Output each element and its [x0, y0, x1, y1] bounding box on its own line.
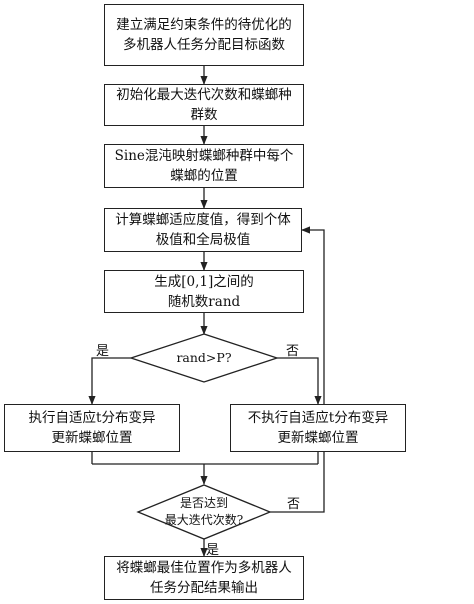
decision-max-iter-text: 是否达到 最大迭代次数?: [164, 496, 244, 527]
label-yes-left: 是: [96, 344, 110, 359]
step-no-t-mutation: 不执行自适应t分布变异更新蝶螂位置: [230, 404, 406, 452]
decision-rand-diamond: [128, 333, 280, 383]
label-no-loop: 否: [287, 497, 301, 512]
arrow-d1-yes: [88, 357, 131, 405]
arrow-d1-no: [277, 357, 322, 405]
step-compute-fitness: 计算蝶螂适应度值，得到个体极值和全局极值: [104, 208, 302, 252]
step-objective-function: 建立满足约束条件的待优化的多机器人任务分配目标函数: [104, 4, 304, 66]
loop-back-arrow: [270, 226, 325, 513]
step-generate-random: 生成[0,1]之间的随机数rand: [104, 270, 304, 313]
label-no-right: 否: [286, 344, 300, 359]
decision-rand-text: rand>P?: [176, 350, 232, 365]
step-apply-t-mutation: 执行自适应t分布变异更新蝶螂位置: [4, 404, 180, 452]
step-initialize: 初始化最大迭代次数和蝶螂种群数: [104, 84, 304, 126]
decision-iter-diamond: [136, 484, 272, 540]
label-yes-end: 是: [206, 543, 220, 558]
step-output-result: 将蝶螂最佳位置作为多机器人任务分配结果输出: [104, 556, 304, 600]
step-sine-chaos-mapping: Sine混沌映射蝶螂种群中每个蝶螂的位置: [104, 144, 304, 188]
